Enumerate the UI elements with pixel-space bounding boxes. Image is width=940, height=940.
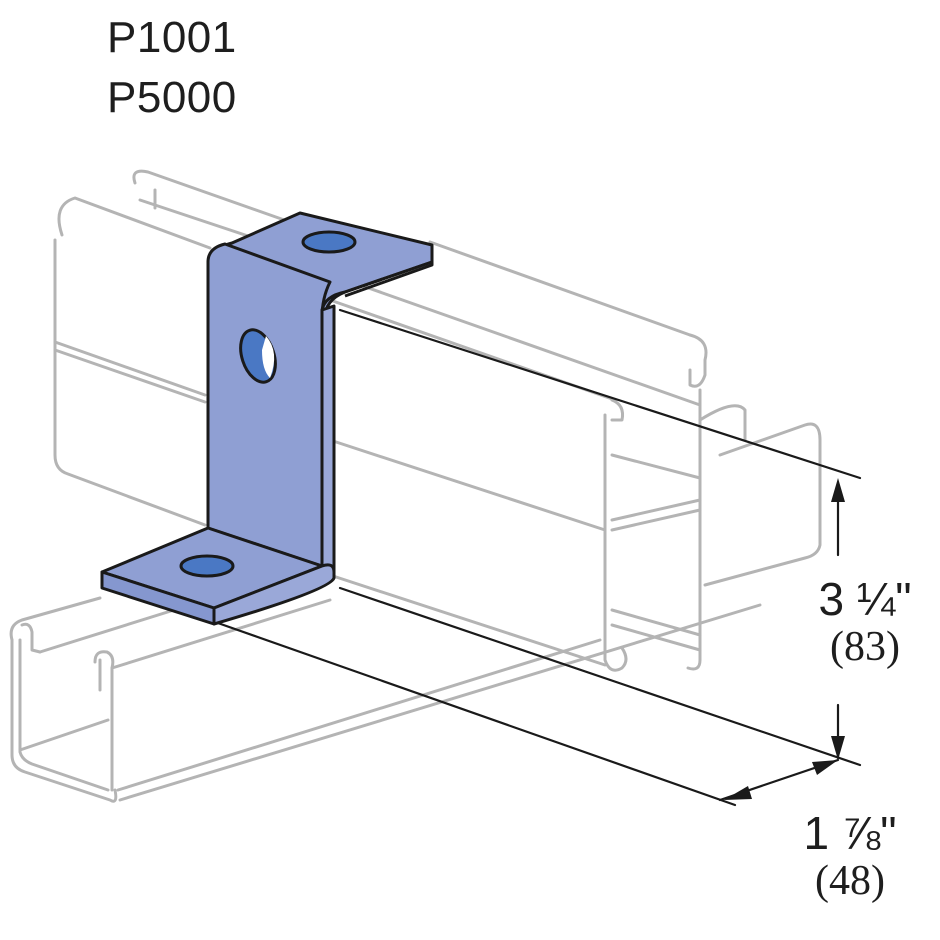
bracket-holes (179, 230, 357, 578)
width-metric: (48) (815, 858, 885, 904)
bracket-web-edge (320, 304, 336, 580)
width-imperial: 1 ⅞" (803, 807, 897, 859)
height-metric: (83) (830, 624, 900, 670)
part-number-secondary: P5000 (107, 73, 237, 122)
top-flange-hole (301, 230, 357, 254)
channel-outlines (9, 169, 822, 803)
part-number-list: P1001 P5000 (107, 8, 237, 128)
height-imperial: 3 ¼" (818, 573, 912, 625)
height-dimension-label: 3 ¼" (83) (790, 574, 940, 670)
bottom-flange-hole (179, 554, 235, 578)
dimension-arrows (724, 478, 845, 800)
z-bracket (100, 211, 434, 626)
bracket-web (206, 242, 332, 568)
part-number-primary: P1001 (107, 13, 237, 62)
width-dimension-label: 1 ⅞" (48) (760, 808, 940, 904)
